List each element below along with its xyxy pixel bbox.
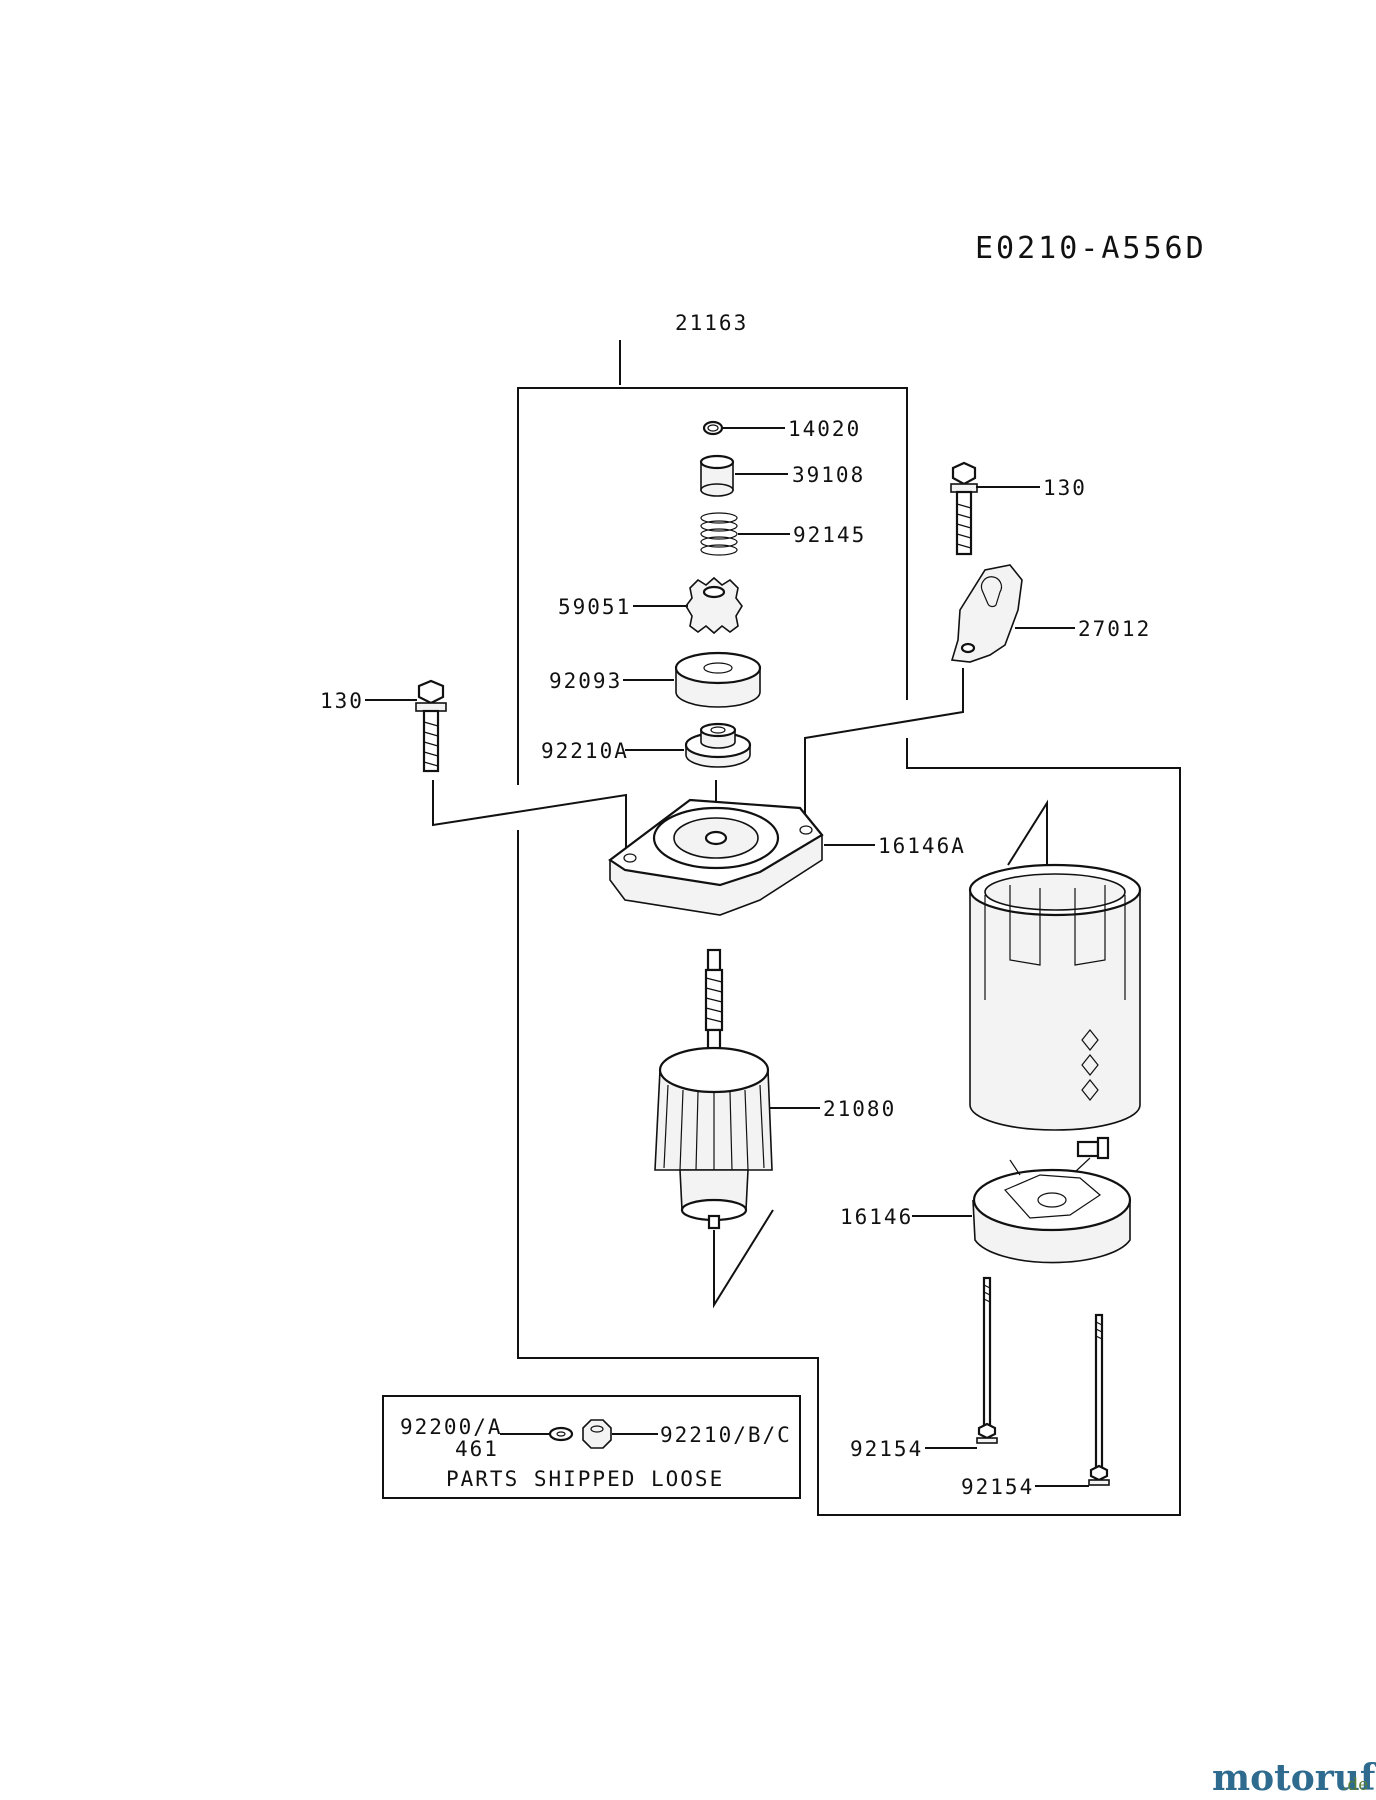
label-92154-a: 92154 [850,1437,923,1461]
armature-21080 [654,948,820,1309]
stop-nut-92210A [625,722,752,768]
assembly-frame [517,340,1181,1516]
through-bolt-92154-a [925,1276,998,1449]
label-461: 461 [455,1437,499,1461]
label-130-left: 130 [320,689,364,713]
end-cover-16146A [608,798,875,916]
label-92210BC: 92210/B/C [660,1423,792,1447]
collar-39108 [699,454,788,497]
label-92210A: 92210A [541,739,629,763]
label-130-right: 130 [1043,476,1087,500]
pinion-gear-59051 [633,576,743,635]
bolt-130-right [950,461,1040,556]
watermark-tld: .de [1342,1775,1368,1795]
label-16146: 16146 [840,1205,913,1229]
label-92093: 92093 [549,669,622,693]
label-21163: 21163 [675,311,748,335]
watermark-brand: motoruf [1212,1757,1376,1799]
label-92145: 92145 [793,523,866,547]
label-27012: 27012 [1078,617,1151,641]
bolt-130-left [365,679,447,773]
watermark: motoruf .de [1212,1757,1376,1799]
washer-92093 [623,651,762,708]
spring-92145 [700,512,790,556]
o-ring-14020 [702,420,785,436]
label-59051: 59051 [558,595,631,619]
label-14020: 14020 [788,417,861,441]
loose-parts-box [382,1395,801,1499]
label-92154-b: 92154 [961,1475,1034,1499]
bracket-27012 [950,564,1075,663]
label-92200A: 92200/A [400,1415,503,1439]
label-39108: 39108 [792,463,865,487]
yoke-housing [968,799,1142,1131]
label-16146A: 16146A [878,834,966,858]
label-21080: 21080 [823,1097,896,1121]
brush-holder-16146 [912,1136,1132,1264]
loose-parts-caption: PARTS SHIPPED LOOSE [446,1467,724,1491]
through-bolt-92154-b [1035,1313,1110,1487]
diagram-code: E0210-A556D [975,231,1207,266]
